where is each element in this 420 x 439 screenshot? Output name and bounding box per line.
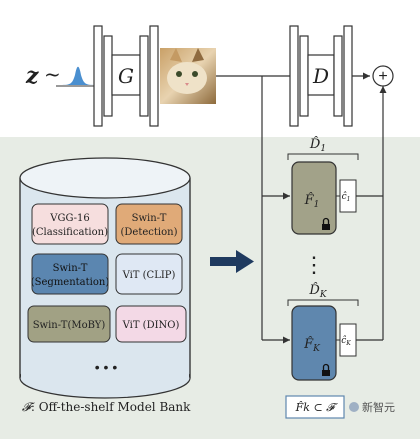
head-k — [339, 323, 357, 357]
selection-arrow — [210, 250, 254, 273]
branch-ellipsis: ⋮ — [303, 252, 325, 277]
sum-symbol: + — [378, 68, 387, 85]
feature-extractor-1 — [291, 161, 337, 235]
watermark: 新智元 — [349, 400, 395, 414]
model-card-swin-detection: Swin-T (Detection) — [115, 203, 183, 245]
svg-text:VGG-16: VGG-16 — [49, 213, 90, 224]
lock-icon — [322, 217, 330, 230]
lock-icon — [322, 363, 330, 376]
feature-extractor-k-label: F̂K — [303, 336, 321, 354]
branch-k: D̂K F̂K ĉK — [287, 282, 359, 381]
branch-1-title: D̂1 — [309, 136, 326, 154]
svg-text:(Classification): (Classification) — [32, 227, 108, 238]
svg-text:新智元: 新智元 — [362, 400, 395, 414]
svg-text:Swin-T: Swin-T — [53, 263, 88, 274]
selected-subset-label: F̂k ⊂ 𝓕 — [285, 395, 345, 419]
latent-z: z — [25, 63, 39, 89]
model-card-swin-moby: Swin-T(MoBY) — [27, 305, 111, 343]
model-card-swin-segmentation: Swin-T (Segmentation) — [31, 253, 110, 295]
svg-text:(Detection): (Detection) — [121, 227, 178, 238]
svg-text:ViT (DINO): ViT (DINO) — [122, 320, 180, 331]
latent-tilde: ~ — [44, 62, 61, 86]
branch-1: D̂1 F̂1 ĉ1 — [287, 136, 359, 235]
model-bank-caption: 𝓕: Off-the-shelf Model Bank — [22, 400, 191, 414]
head-1-label: ĉ1 — [342, 191, 351, 203]
branch-k-title: D̂K — [308, 282, 327, 300]
feature-extractor-1-label: F̂1 — [304, 192, 320, 210]
discriminator-label: D — [312, 64, 329, 88]
model-card-vit-dino: ViT (DINO) — [115, 305, 187, 343]
svg-text:ViT (CLIP): ViT (CLIP) — [122, 270, 176, 281]
more-models-ellipsis: • • • — [95, 359, 118, 375]
svg-text:(Segmentation): (Segmentation) — [31, 277, 110, 288]
discriminator-block: D — [289, 25, 353, 127]
head-k-label: ĉK — [341, 335, 351, 347]
generator-label: G — [118, 64, 134, 88]
gaussian-icon — [58, 66, 98, 85]
svg-text:F̂k ⊂ 𝓕: F̂k ⊂ 𝓕 — [295, 401, 339, 414]
svg-text:Swin-T(MoBY): Swin-T(MoBY) — [33, 320, 106, 331]
model-card-vgg16: VGG-16 (Classification) — [31, 203, 109, 245]
svg-text:Swin-T: Swin-T — [132, 213, 167, 224]
feature-extractor-k — [291, 305, 337, 381]
model-card-vit-clip: ViT (CLIP) — [115, 253, 183, 295]
cat-image — [160, 48, 216, 104]
head-1 — [339, 179, 357, 213]
generator-block: G — [93, 25, 159, 127]
sum-node: + — [372, 65, 394, 87]
